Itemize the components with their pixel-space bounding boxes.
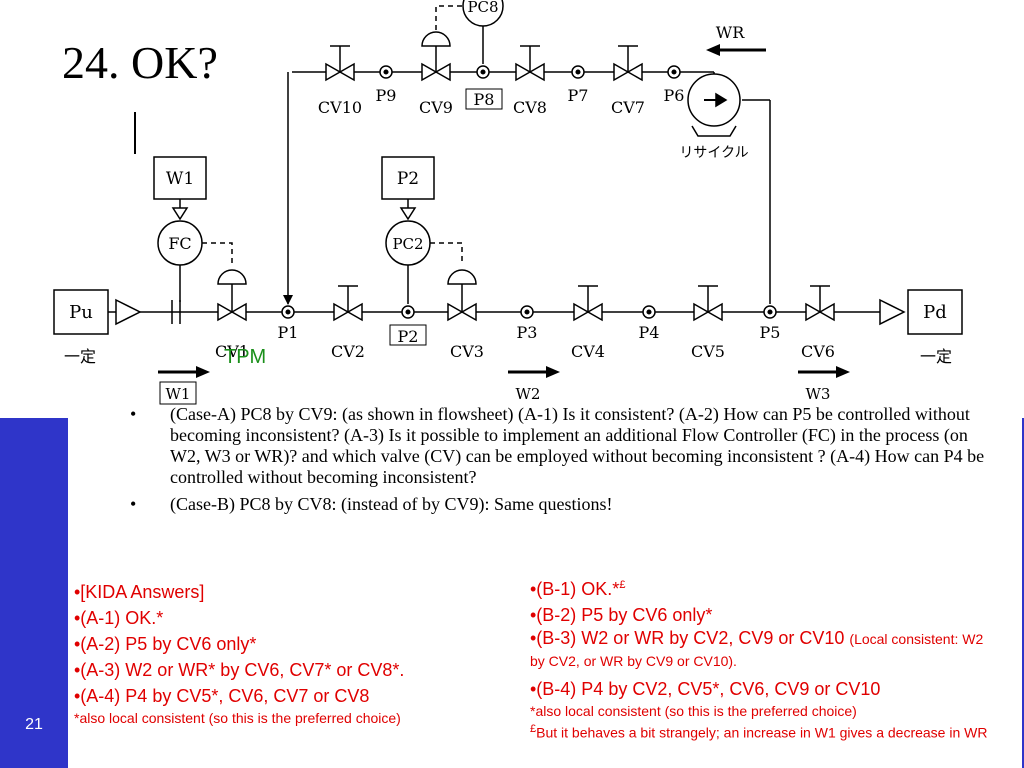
question-list: (Case-A) PC8 by CV9: (as shown in flowsh… [130,404,990,521]
fc-controller: FC [157,220,233,302]
p8-box [465,88,503,110]
answers-case-b: •(B-1) OK.*£ •(B-2) P5 by CV6 only* •(B-… [530,572,1000,742]
tpm-label: TPM [224,346,267,368]
answer-b4: •(B-4) P4 by CV2, CV5*, CV6, CV9 or CV10 [530,679,881,699]
pd-block: Pd [879,289,963,335]
valve-label-cv9: CV9 [419,98,453,117]
valve-cv5 [693,285,723,322]
answer-a-header: •[KIDA Answers] [74,582,205,602]
answers-case-a: •[KIDA Answers] •(A-1) OK.* •(A-2) P5 by… [74,579,514,727]
valve-label-cv1: CV1 [215,342,249,361]
valve-cv8 [515,45,545,82]
recycle-pump [687,73,741,137]
svg-text:WR: WR [716,23,745,42]
slide-number: 21 [25,716,43,733]
valve-label-cv3: CV3 [450,342,484,361]
point-label-p2: P2 [398,327,419,346]
valve-label-cv8: CV8 [513,98,547,117]
slide-title: 24. OK? [62,37,218,88]
pu-block: Pu [53,289,142,335]
point-label-p4: P4 [639,323,660,342]
point-label-p5: P5 [760,323,781,342]
orifice-element [171,300,181,324]
valve-cv2 [333,285,363,322]
pc8-controller: PC8 [435,0,504,64]
svg-text:P2: P2 [397,169,419,189]
valve-cv4 [573,285,603,322]
valve-cv10 [325,45,355,82]
point-label-p8: P8 [474,90,495,109]
svg-text:W3: W3 [806,385,831,403]
pd-constant-label: 一定 [920,347,952,366]
svg-text:FC: FC [168,234,191,253]
point-label-p6: P6 [664,86,685,105]
valve-label-cv7: CV7 [611,98,645,117]
valve-label-cv2: CV2 [331,342,365,361]
svg-text:Pd: Pd [923,302,947,323]
valve-label-cv5: CV5 [691,342,725,361]
pu-constant-label: 一定 [64,347,96,366]
answer-b2: •(B-2) P5 by CV6 only* [530,605,713,625]
w3-flow-arrow: W3 [798,366,850,403]
valve-label-cv4: CV4 [571,342,605,361]
valve-cv6 [805,285,835,322]
w2-flow-arrow: W2 [508,366,560,403]
wr-flow-arrow: WR [706,23,766,56]
valve-cv7 [613,45,643,82]
answer-a1: •(A-1) OK.* [74,608,164,628]
slide-right-border [1022,418,1024,768]
answer-b-footnote-1: *also local consistent (so this is the p… [530,703,857,719]
valve-label-cv10: CV10 [318,98,362,117]
main-process-line [140,71,880,313]
answer-a4: •(A-4) P4 by CV5*, CV6, CV7 or CV8 [74,686,370,706]
text-cursor [134,112,136,154]
answer-b-footnote-2: £But it behaves a bit strangely; an incr… [530,723,988,741]
point-label-p1: P1 [278,323,299,342]
valve-actuators [217,31,477,312]
question-case-a: (Case-A) PC8 by CV9: (as shown in flowsh… [130,404,990,488]
point-label-p3: P3 [517,323,538,342]
svg-text:W1: W1 [166,169,194,189]
svg-text:Pu: Pu [69,302,93,323]
w1-signal-box: W1 [153,156,207,221]
svg-text:W1: W1 [166,385,191,403]
answer-b3: •(B-3) W2 or WR by CV2, CV9 or CV10 (Loc… [530,628,984,669]
process-flow-diagram: Pu Pd 一定 一定 W1 FC [53,0,963,405]
question-case-b: (Case-B) PC8 by CV8: (instead of by CV9)… [130,494,990,515]
recycle-label: リサイクル [679,145,748,161]
svg-text:PC8: PC8 [467,0,498,16]
w1-flow-arrow: W1 [158,366,210,405]
answer-a3: •(A-3) W2 or WR* by CV6, CV7* or CV8*. [74,660,405,680]
valve-label-cv6: CV6 [801,342,835,361]
answer-a2: •(A-2) P5 by CV6 only* [74,634,257,654]
answer-b1: •(B-1) OK.*£ [530,579,626,599]
point-label-p7: P7 [568,86,589,105]
point-label-p9: P9 [376,86,397,105]
slide-sidebar [0,418,68,768]
p2-signal-box: P2 [381,156,435,221]
svg-text:W2: W2 [516,385,541,403]
svg-text:PC2: PC2 [392,235,423,253]
answer-a-footnote: *also local consistent (so this is the p… [74,710,401,726]
p2-box [389,324,427,346]
pc2-controller: PC2 [385,220,463,304]
